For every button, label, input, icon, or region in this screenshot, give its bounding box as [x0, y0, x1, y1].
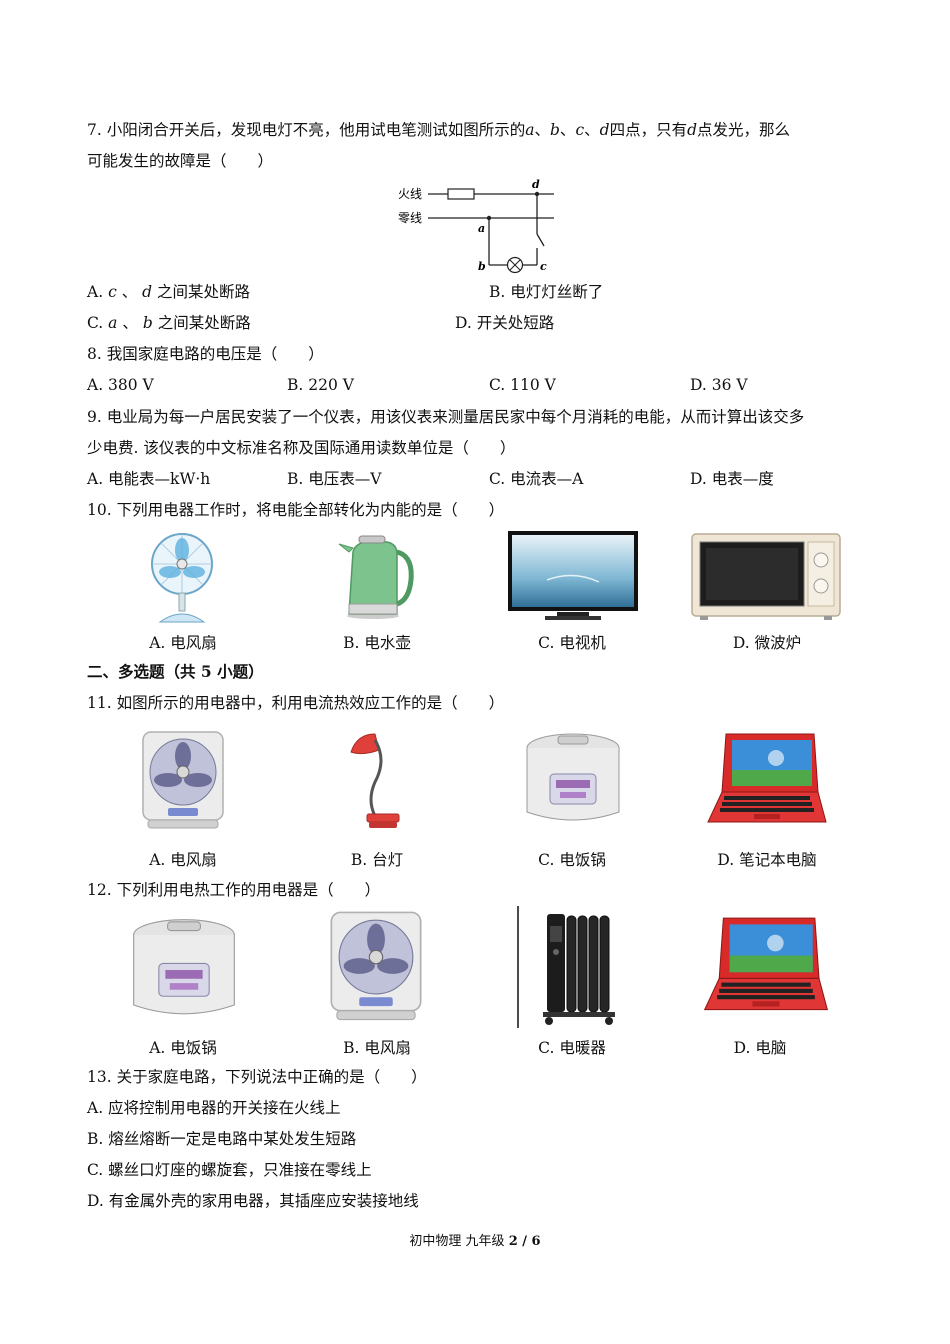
q7-option-b: B. 电灯灯丝断了 — [489, 283, 604, 301]
q13-option-c: C. 螺丝口灯座的螺旋套，只准接在零线上 — [87, 1161, 372, 1179]
box-fan-icon — [142, 731, 224, 829]
q9-line1: 9. 电业局为每一户居民安装了一个仪表，用该仪表来测量居民家中每个月消耗的电能，… — [87, 408, 805, 426]
svg-text:a: a — [478, 222, 485, 235]
circuit-live-label: 火线 — [398, 187, 422, 201]
microwave-icon — [691, 533, 841, 620]
television-icon — [508, 531, 638, 620]
q12-caption-d: D. 电脑 — [733, 1039, 787, 1057]
q13-stem: 13. 关于家庭电路，下列说法中正确的是（ ） — [87, 1068, 427, 1086]
q11-caption-a: A. 电风扇 — [149, 851, 217, 869]
q8-option-c: C. 110 V — [489, 376, 556, 394]
q9-option-d: D. 电表—度 — [690, 470, 774, 488]
q11-caption-d: D. 笔记本电脑 — [717, 851, 817, 869]
rice-cooker-icon — [133, 919, 235, 1015]
q12-stem: 12. 下列利用电热工作的用电器是（ ） — [87, 881, 381, 899]
desk-lamp-icon — [350, 733, 400, 828]
q11-stem: 11. 如图所示的用电器中，利用电流热效应工作的是（ ） — [87, 694, 505, 712]
q12-caption-b: B. 电风扇 — [343, 1039, 411, 1057]
q9-line2: 少电费. 该仪表的中文标准名称及国际通用读数单位是（ ） — [87, 439, 516, 457]
q7-line2: 可能发生的故障是（ ） — [87, 152, 274, 170]
laptop-icon — [707, 733, 827, 823]
page-footer: 初中物理 九年级 2 / 6 — [0, 1230, 950, 1249]
rice-cooker-icon — [526, 733, 620, 821]
section-title: 二、多选题（共 5 小题） — [87, 662, 264, 681]
q8-option-a: A. 380 V — [87, 376, 154, 394]
svg-text:c: c — [540, 260, 547, 273]
q9-option-c: C. 电流表—A — [489, 470, 584, 488]
q12-caption-c: C. 电暖器 — [538, 1039, 606, 1057]
q7-circuit-diagram: 火线 零线 d a b c — [398, 178, 554, 274]
q10-caption-a: A. 电风扇 — [149, 634, 217, 652]
footer-text: 初中物理 九年级 — [409, 1234, 505, 1249]
circuit-neutral-label: 零线 — [398, 211, 422, 225]
q9-option-b: B. 电压表—V — [287, 470, 382, 488]
electric-kettle-icon — [338, 535, 414, 619]
q8-stem: 8. 我国家庭电路的电压是（ ） — [87, 345, 324, 363]
oil-heater-icon — [517, 906, 615, 1028]
svg-text:d: d — [532, 178, 540, 191]
q13-option-b: B. 熔丝熔断一定是电路中某处发生短路 — [87, 1130, 357, 1148]
q7-option-c: C. a 、 b 之间某处断路 — [87, 314, 251, 332]
fuse-symbol — [447, 188, 475, 200]
q9-option-a: A. 电能表—kW·h — [87, 470, 211, 488]
q10-caption-c: C. 电视机 — [538, 634, 606, 652]
laptop-icon — [703, 917, 828, 1011]
switch-symbol — [536, 233, 545, 247]
q8-option-d: D. 36 V — [690, 376, 748, 394]
q10-caption-b: B. 电水壶 — [343, 634, 411, 652]
q7-option-d: D. 开关处短路 — [455, 314, 555, 332]
box-fan-icon — [330, 911, 422, 1021]
q10-caption-d: D. 微波炉 — [732, 634, 802, 652]
q7-line1: 7. 小阳闭合开关后，发现电灯不亮，他用试电笔测试如图所示的a、b、c、d四点，… — [87, 121, 791, 139]
q13-option-d: D. 有金属外壳的家用电器，其插座应安装接地线 — [87, 1192, 419, 1210]
q11-caption-b: B. 台灯 — [350, 851, 404, 869]
q12-caption-a: A. 电饭锅 — [149, 1039, 217, 1057]
q7-option-a: A. c 、 d 之间某处断路 — [87, 283, 251, 301]
svg-text:b: b — [478, 260, 486, 273]
page-number: 2 / 6 — [508, 1234, 541, 1249]
electric-fan-icon — [151, 533, 213, 623]
q11-caption-c: C. 电饭锅 — [538, 851, 606, 869]
q8-option-b: B. 220 V — [287, 376, 354, 394]
q10-stem: 10. 下列用电器工作时，将电能全部转化为内能的是（ ） — [87, 501, 505, 519]
q13-option-a: A. 应将控制用电器的开关接在火线上 — [87, 1099, 341, 1117]
